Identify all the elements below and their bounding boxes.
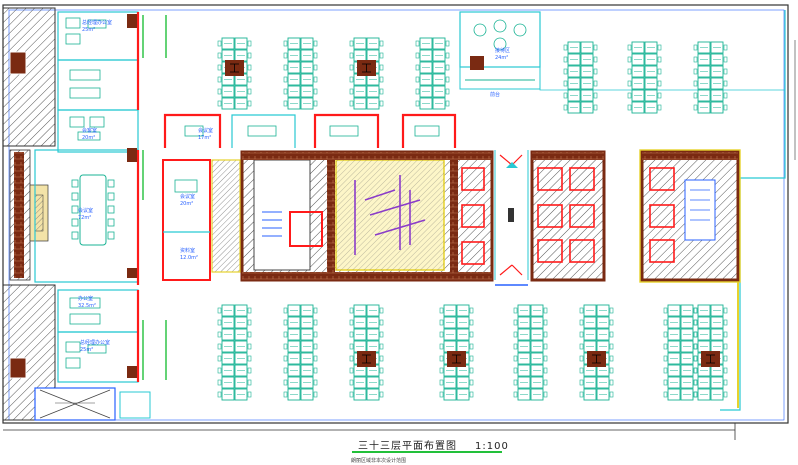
workstations bbox=[217, 37, 728, 401]
desk-cluster bbox=[439, 304, 474, 401]
room-area: 25m² bbox=[80, 347, 93, 353]
room-name: 会议室 bbox=[78, 207, 93, 214]
room-area: 72m² bbox=[78, 215, 91, 221]
desk-cluster bbox=[217, 304, 252, 401]
title-underline bbox=[352, 451, 502, 453]
desk-cluster bbox=[283, 304, 318, 401]
upper-meeting-rooms bbox=[162, 113, 457, 281]
room-name: 总经理办公室 bbox=[82, 19, 112, 26]
desk-cluster bbox=[513, 304, 548, 401]
desk-cluster bbox=[349, 37, 384, 110]
desk-cluster bbox=[217, 37, 252, 110]
room-name: 会客室 bbox=[82, 127, 97, 134]
room-area: 32.5m² bbox=[78, 303, 96, 309]
room-labels: 总经理办公室25m²会客室20m²会议室72m²办公室32.5m²总经理办公室2… bbox=[78, 19, 510, 353]
structural-walls bbox=[2, 7, 56, 421]
scope-note: 朗丽区域非本次设计范围 bbox=[351, 458, 407, 464]
room-name: 会议室 bbox=[198, 127, 213, 134]
room-area: 24m² bbox=[495, 55, 508, 61]
room-name: 会议室 bbox=[180, 193, 195, 200]
room-name: 资料室 bbox=[180, 247, 195, 254]
desk-cluster bbox=[563, 41, 598, 114]
room-area: 20m² bbox=[180, 201, 193, 207]
room-area: 20m² bbox=[82, 135, 95, 141]
corridor bbox=[494, 150, 529, 286]
room-name: 前台 bbox=[490, 91, 500, 98]
drawing-title: 三十三层平面布置图 1:100 bbox=[358, 437, 509, 452]
room-name: 接待区 bbox=[495, 47, 510, 54]
desk-cluster bbox=[579, 304, 614, 401]
desk-cluster bbox=[415, 37, 450, 110]
title-text: 三十三层平面布置图 bbox=[358, 441, 457, 452]
right-core bbox=[530, 149, 741, 283]
central-core bbox=[211, 150, 494, 282]
room-name: 办公室 bbox=[78, 295, 93, 302]
room-name: 总经理办公室 bbox=[80, 339, 110, 346]
stair-lobby bbox=[34, 387, 151, 421]
desk-cluster bbox=[663, 304, 698, 401]
room-area: 25m² bbox=[82, 27, 95, 33]
scale-text: 1:100 bbox=[475, 441, 509, 452]
desk-cluster bbox=[349, 304, 384, 401]
reception-area bbox=[459, 11, 541, 90]
desk-cluster bbox=[693, 41, 728, 114]
desk-cluster bbox=[693, 304, 728, 401]
desk-cluster bbox=[283, 37, 318, 110]
left-offices bbox=[34, 11, 167, 383]
desk-cluster bbox=[627, 41, 662, 114]
room-area: 17m² bbox=[198, 135, 211, 141]
room-area: 12.0m² bbox=[180, 255, 198, 261]
